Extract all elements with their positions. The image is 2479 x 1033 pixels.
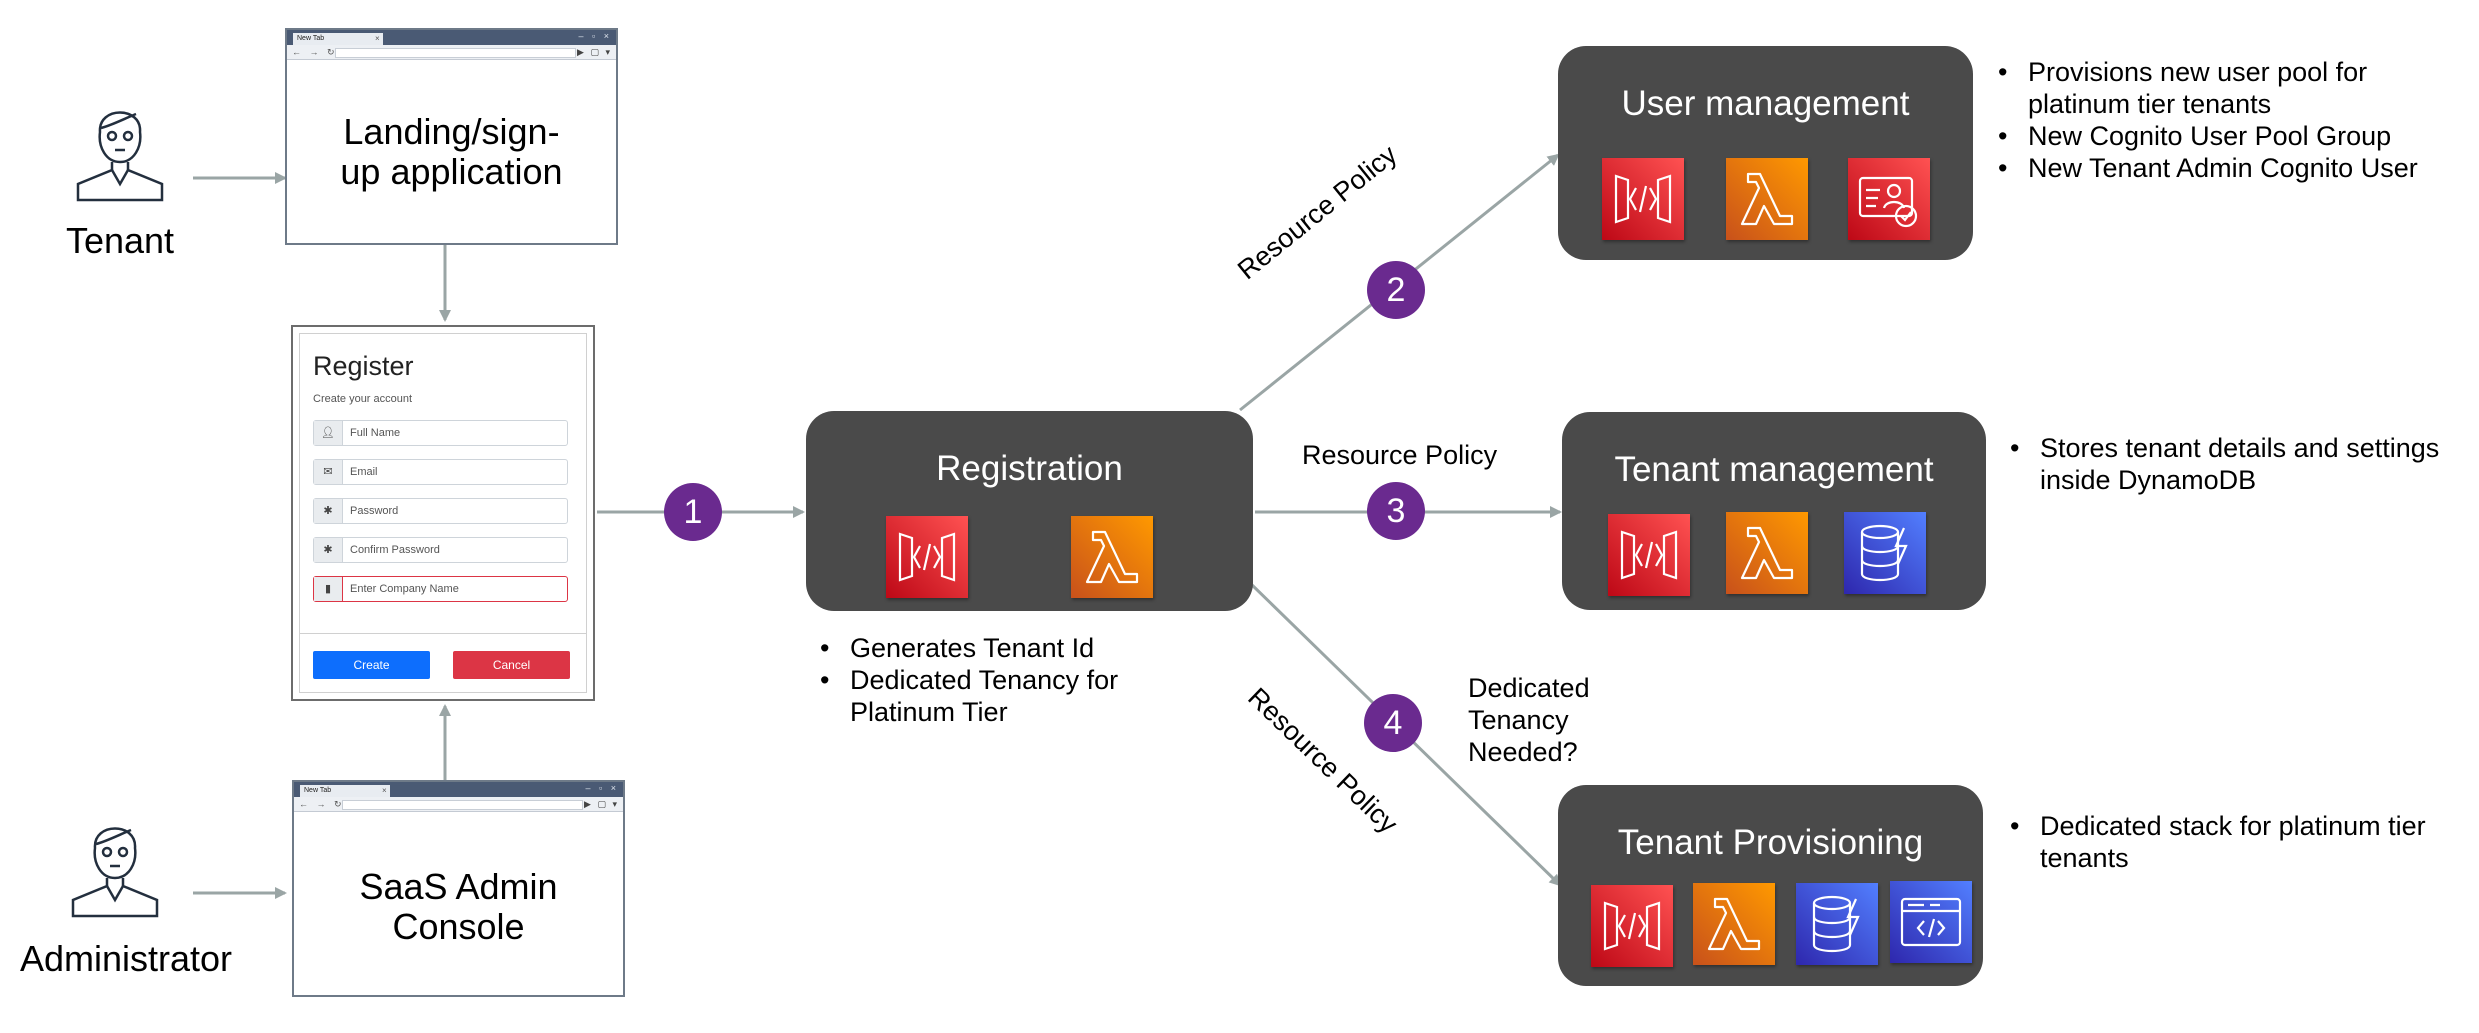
nav-arrows-icon[interactable]: ← → ↻ ☆ (299, 799, 362, 809)
password-field[interactable]: ✱ Password (313, 498, 568, 524)
lambda-icon (1726, 512, 1808, 594)
landing-app-title: Landing/sign- up application (340, 111, 563, 192)
browser-tools-icon[interactable]: ▶ ▢ ▾ (584, 799, 619, 809)
step-4-badge: 4 (1364, 694, 1422, 752)
full-name-field[interactable]: 👤︎ Full Name (313, 420, 568, 446)
envelope-icon: ✉ (314, 460, 343, 484)
api-gateway-icon (1591, 885, 1673, 967)
tab-label: New Tab (297, 35, 325, 42)
registration-notes: Generates Tenant Id Dedicated Tenancy fo… (818, 632, 1198, 728)
tenant-management-notes: Stores tenant details and settings insid… (2008, 432, 2468, 496)
browser-tab[interactable]: New Tab × (293, 33, 383, 45)
email-placeholder: Email (350, 466, 378, 478)
register-title: Register (313, 351, 414, 381)
landing-signup-browser[interactable]: New Tab × – ▫ × ← → ↻ ☆ ▶ ▢ ▾ Landing/sig… (285, 28, 618, 245)
register-form: Register Create your account 👤︎ Full Nam… (291, 325, 595, 701)
company-name-field[interactable]: ▮ Enter Company Name (313, 576, 568, 602)
dedicated-tenancy-question: Dedicated Tenancy Needed? (1468, 673, 1590, 767)
close-tab-icon[interactable]: × (382, 786, 387, 795)
user-management-note: New Cognito User Pool Group (1996, 120, 2466, 152)
user-icon: 👤︎ (314, 421, 343, 445)
registration-note: Generates Tenant Id (818, 632, 1198, 664)
step-3-badge: 3 (1367, 482, 1425, 540)
tenant-management-note: Stores tenant details and settings insid… (2008, 432, 2468, 496)
nav-arrows-icon[interactable]: ← → ↻ ☆ (292, 47, 355, 57)
lambda-icon (1726, 158, 1808, 240)
api-gateway-icon (1602, 158, 1684, 240)
api-gateway-icon (1608, 514, 1690, 596)
tenant-management-service: Tenant management (1562, 412, 1986, 610)
saas-admin-console-browser[interactable]: New Tab × – ▫ × ← → ↻ ☆ ▶ ▢ ▾ SaaS Admin … (292, 780, 625, 997)
password-placeholder: Password (350, 505, 399, 517)
tenant-user-icon (76, 111, 164, 202)
cancel-button[interactable]: Cancel (453, 651, 570, 679)
tenant-provisioning-notes: Dedicated stack for platinum tier tenant… (2008, 810, 2468, 874)
user-management-title: User management (1621, 84, 1910, 123)
close-tab-icon[interactable]: × (375, 34, 380, 43)
asterisk-icon: ✱ (314, 538, 343, 562)
tenant-provisioning-service: Tenant Provisioning (1558, 785, 1983, 986)
window-controls-icon[interactable]: – ▫ × (585, 783, 619, 793)
building-icon: ▮ (314, 577, 343, 601)
resource-policy-label-3: Resource Policy (1302, 440, 1498, 470)
url-input[interactable] (335, 48, 576, 58)
user-management-notes: Provisions new user pool for platinum ti… (1996, 56, 2466, 184)
tenant-management-title: Tenant management (1614, 450, 1934, 489)
tenant-provisioning-title: Tenant Provisioning (1617, 823, 1924, 862)
administrator-label: Administrator (19, 938, 233, 979)
registration-note: Dedicated Tenancy for Platinum Tier (818, 664, 1198, 728)
url-input[interactable] (342, 800, 583, 810)
tenant-provisioning-note: Dedicated stack for platinum tier tenant… (2008, 810, 2468, 874)
admin-console-title: SaaS Admin Console (359, 866, 558, 947)
registration-title: Registration (936, 449, 1123, 488)
confirm-password-placeholder: Confirm Password (350, 544, 440, 556)
browser-tab-bar: New Tab × – ▫ × (294, 782, 623, 797)
tab-label: New Tab (304, 787, 332, 794)
registration-service: Registration (806, 411, 1253, 611)
full-name-placeholder: Full Name (350, 427, 401, 439)
browser-tools-icon[interactable]: ▶ ▢ ▾ (577, 47, 612, 57)
user-management-note: Provisions new user pool for platinum ti… (1996, 56, 2466, 120)
register-subtitle: Create your account (313, 393, 413, 405)
dynamodb-icon (1844, 512, 1926, 594)
create-button[interactable]: Create (313, 651, 430, 679)
tenant-label: Tenant (65, 220, 175, 261)
user-management-note: New Tenant Admin Cognito User (1996, 152, 2466, 184)
cognito-icon (1848, 158, 1930, 240)
lambda-icon (1693, 883, 1775, 965)
register-form-card (299, 333, 587, 693)
window-controls-icon[interactable]: – ▫ × (578, 31, 612, 41)
lambda-icon (1071, 516, 1153, 598)
asterisk-icon: ✱ (314, 499, 343, 523)
form-divider (299, 633, 587, 634)
dynamodb-icon (1796, 883, 1878, 965)
email-field[interactable]: ✉ Email (313, 459, 568, 485)
codepipeline-icon (1890, 881, 1972, 963)
administrator-user-icon (71, 827, 159, 918)
browser-tab[interactable]: New Tab × (300, 785, 390, 797)
step-2-badge: 2 (1367, 261, 1425, 319)
company-name-placeholder: Enter Company Name (350, 583, 459, 595)
browser-tab-bar: New Tab × – ▫ × (287, 30, 616, 45)
step-1-badge: 1 (664, 483, 722, 541)
user-management-service: User management (1558, 46, 1973, 260)
api-gateway-icon (886, 516, 968, 598)
confirm-password-field[interactable]: ✱ Confirm Password (313, 537, 568, 563)
